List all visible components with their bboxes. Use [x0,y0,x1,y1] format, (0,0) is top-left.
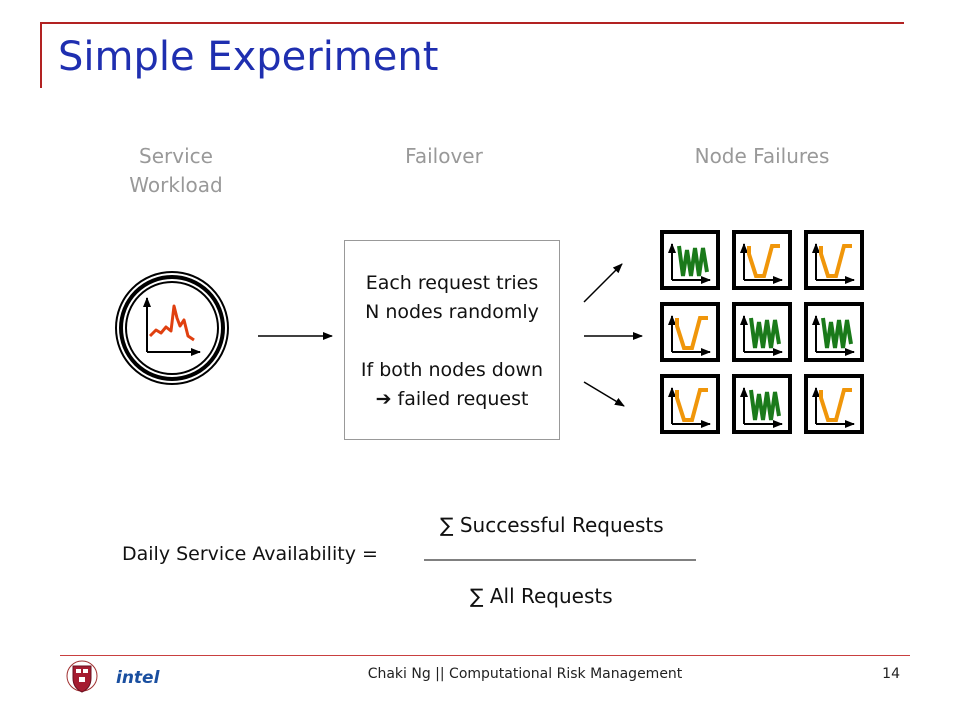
node-1-3-orange [804,230,864,290]
node-2-1-orange [660,302,720,362]
label-service-workload-line2: Workload [129,173,223,197]
footer-text: Chaki Ng || Computational Risk Managemen… [367,666,683,682]
node-grid [660,230,864,434]
top-rule [40,22,904,24]
formula-numerator: ∑ Successful Requests [440,513,664,537]
node-3-3-orange [804,374,864,434]
label-failover: Failover [405,144,483,168]
formula-label: Daily Service Availability = [122,543,378,565]
slide-title: Simple Experiment [58,34,439,80]
failover-line-3: If both nodes down [360,359,544,381]
node-3-2-green [732,374,792,434]
node-2-3-green [804,302,864,362]
node-2-2-green [732,302,792,362]
label-node-failures: Node Failures [694,144,830,168]
node-1-2-orange [732,230,792,290]
left-rule [40,22,42,88]
label-service-workload: Service Workload [96,142,256,200]
workload-icon [115,271,229,385]
failover-box: Each request tries N nodes randomly If b… [344,240,560,440]
failover-line-2: N nodes randomly [365,301,539,323]
node-1-1-green [660,230,720,290]
failover-line-1: Each request tries [365,272,539,294]
arrow-failover-to-row1 [583,263,623,303]
label-service-workload-line1: Service [139,144,213,168]
formula-denominator: ∑ All Requests [470,584,613,608]
node-3-1-orange [660,374,720,434]
footer-rule [60,655,910,656]
harvard-shield-logo [66,660,98,693]
intel-logo: intel [116,668,160,688]
page-number: 14 [882,666,900,682]
failover-line-4: ➔ failed request [375,388,529,410]
arrow-failover-to-row3 [583,381,625,407]
